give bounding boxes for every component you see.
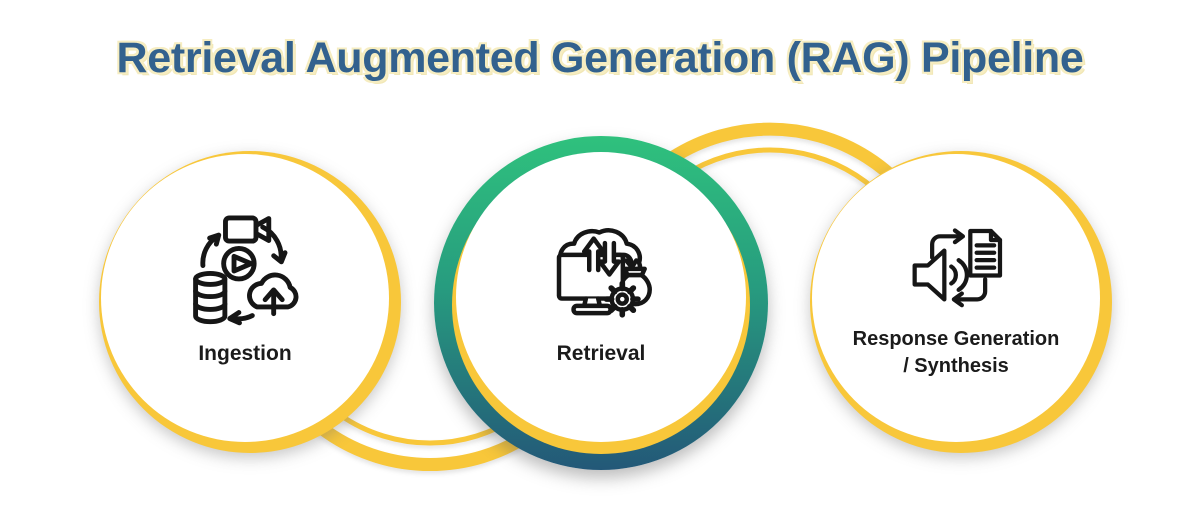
- response-label-line1: Response Generation: [852, 328, 1060, 350]
- ingestion-circle: Ingestion: [101, 154, 389, 442]
- sound-wave-icon: [949, 264, 958, 286]
- sync-arrows-icon: [581, 236, 622, 277]
- stage-response-generation: Response Generation / Synthesis: [810, 151, 1112, 453]
- ingestion-label: Ingestion: [198, 342, 292, 365]
- gear-icon: [603, 280, 641, 318]
- stage-retrieval: Retrieval: [434, 136, 768, 470]
- media-ingestion-cycle-icon: [193, 215, 299, 326]
- conversion-arrows-icon: [930, 228, 988, 308]
- response-label: Response Generation / Synthesis: [812, 326, 1100, 380]
- retrieval-circle: Retrieval: [456, 152, 746, 442]
- video-camera-icon: [223, 215, 259, 244]
- speaker-to-document-synthesis-icon: [912, 228, 1003, 308]
- play-button-icon: [221, 245, 257, 282]
- document-icon: [968, 228, 1003, 278]
- cloud-upload-icon: [247, 272, 299, 317]
- database-icon: [193, 271, 228, 325]
- retrieval-label: Retrieval: [556, 342, 646, 365]
- page-title: Retrieval Augmented Generation (RAG) Pip…: [116, 34, 1084, 82]
- speaker-icon: [912, 248, 947, 302]
- cycle-arrows-icon: [200, 224, 288, 326]
- response-circle: Response Generation / Synthesis: [812, 154, 1100, 442]
- cloud-monitor-retrieval-gear-icon: [556, 228, 652, 318]
- response-label-line2: / Synthesis: [903, 355, 1009, 377]
- stage-ingestion: Ingestion: [99, 151, 401, 453]
